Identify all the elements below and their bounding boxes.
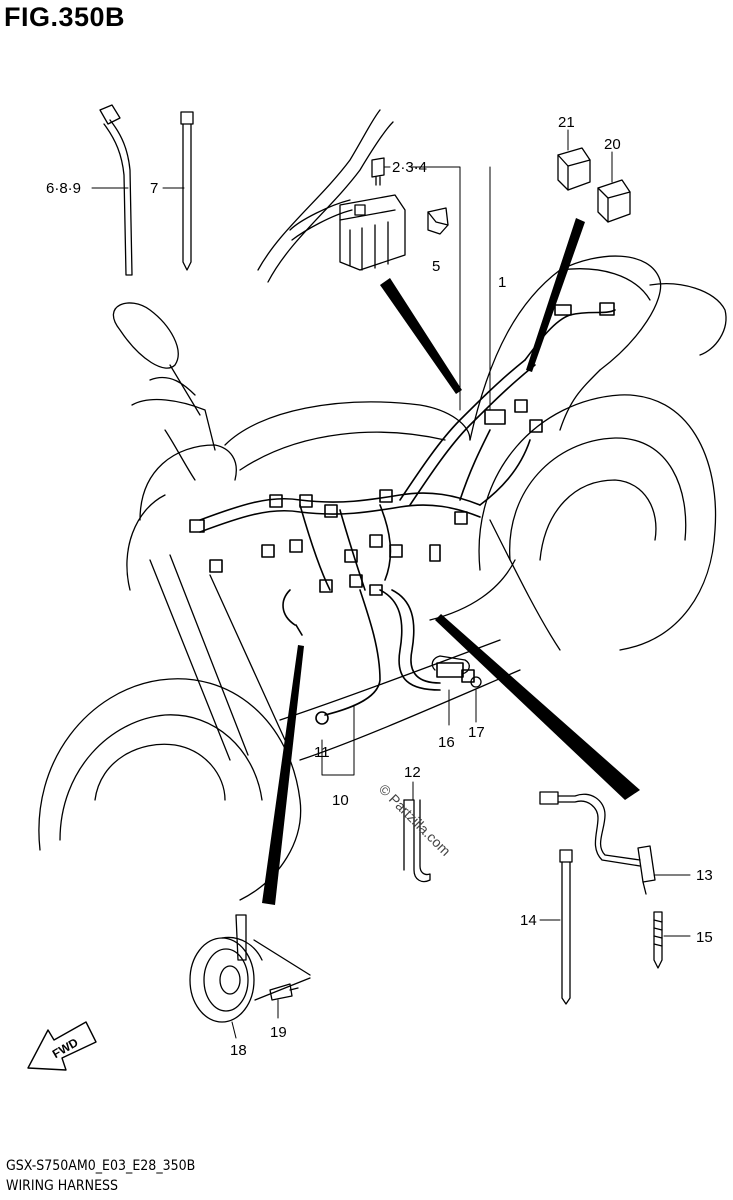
watermark: © Partzilla.com — [376, 781, 454, 859]
motorcycle-outline — [38, 255, 727, 901]
callout-11: 11 — [314, 744, 330, 761]
callout-15: 15 — [696, 929, 713, 946]
callout-2-3-4: 2·3·4 — [392, 159, 427, 176]
callout-14: 14 — [520, 912, 537, 929]
callout-7: 7 — [150, 180, 158, 197]
callout-1: 1 — [498, 274, 506, 291]
clamp-detail — [431, 655, 482, 688]
figure-title: FIG.350B — [4, 2, 126, 32]
harness-clamp — [403, 799, 431, 883]
callout-10: 10 — [332, 792, 349, 809]
fuse-box-inset — [257, 109, 449, 283]
pointer-arrows — [262, 218, 640, 905]
callout-13: 13 — [696, 867, 713, 884]
footer-code: GSX-S750AM0_E03_E28_350B — [6, 1158, 196, 1174]
wiring-harness-main — [189, 302, 616, 725]
callout-5: 5 — [432, 258, 440, 275]
fwd-arrow-icon — [27, 1021, 97, 1071]
cable-ties — [99, 104, 194, 276]
sensor-assembly — [539, 791, 663, 1005]
callout-21: 21 — [558, 114, 575, 131]
callout-20: 20 — [604, 136, 621, 153]
callout-6-8-9: 6·8·9 — [46, 180, 81, 197]
callout-17: 17 — [468, 724, 485, 741]
callout-19: 19 — [270, 1024, 287, 1041]
footer-name: WIRING HARNESS — [6, 1178, 119, 1194]
relays — [557, 147, 631, 223]
callout-18: 18 — [230, 1042, 247, 1059]
callout-16: 16 — [438, 734, 455, 751]
callout-12: 12 — [404, 764, 421, 781]
horn-assembly — [189, 914, 311, 1023]
leader-lines — [91, 129, 691, 1039]
